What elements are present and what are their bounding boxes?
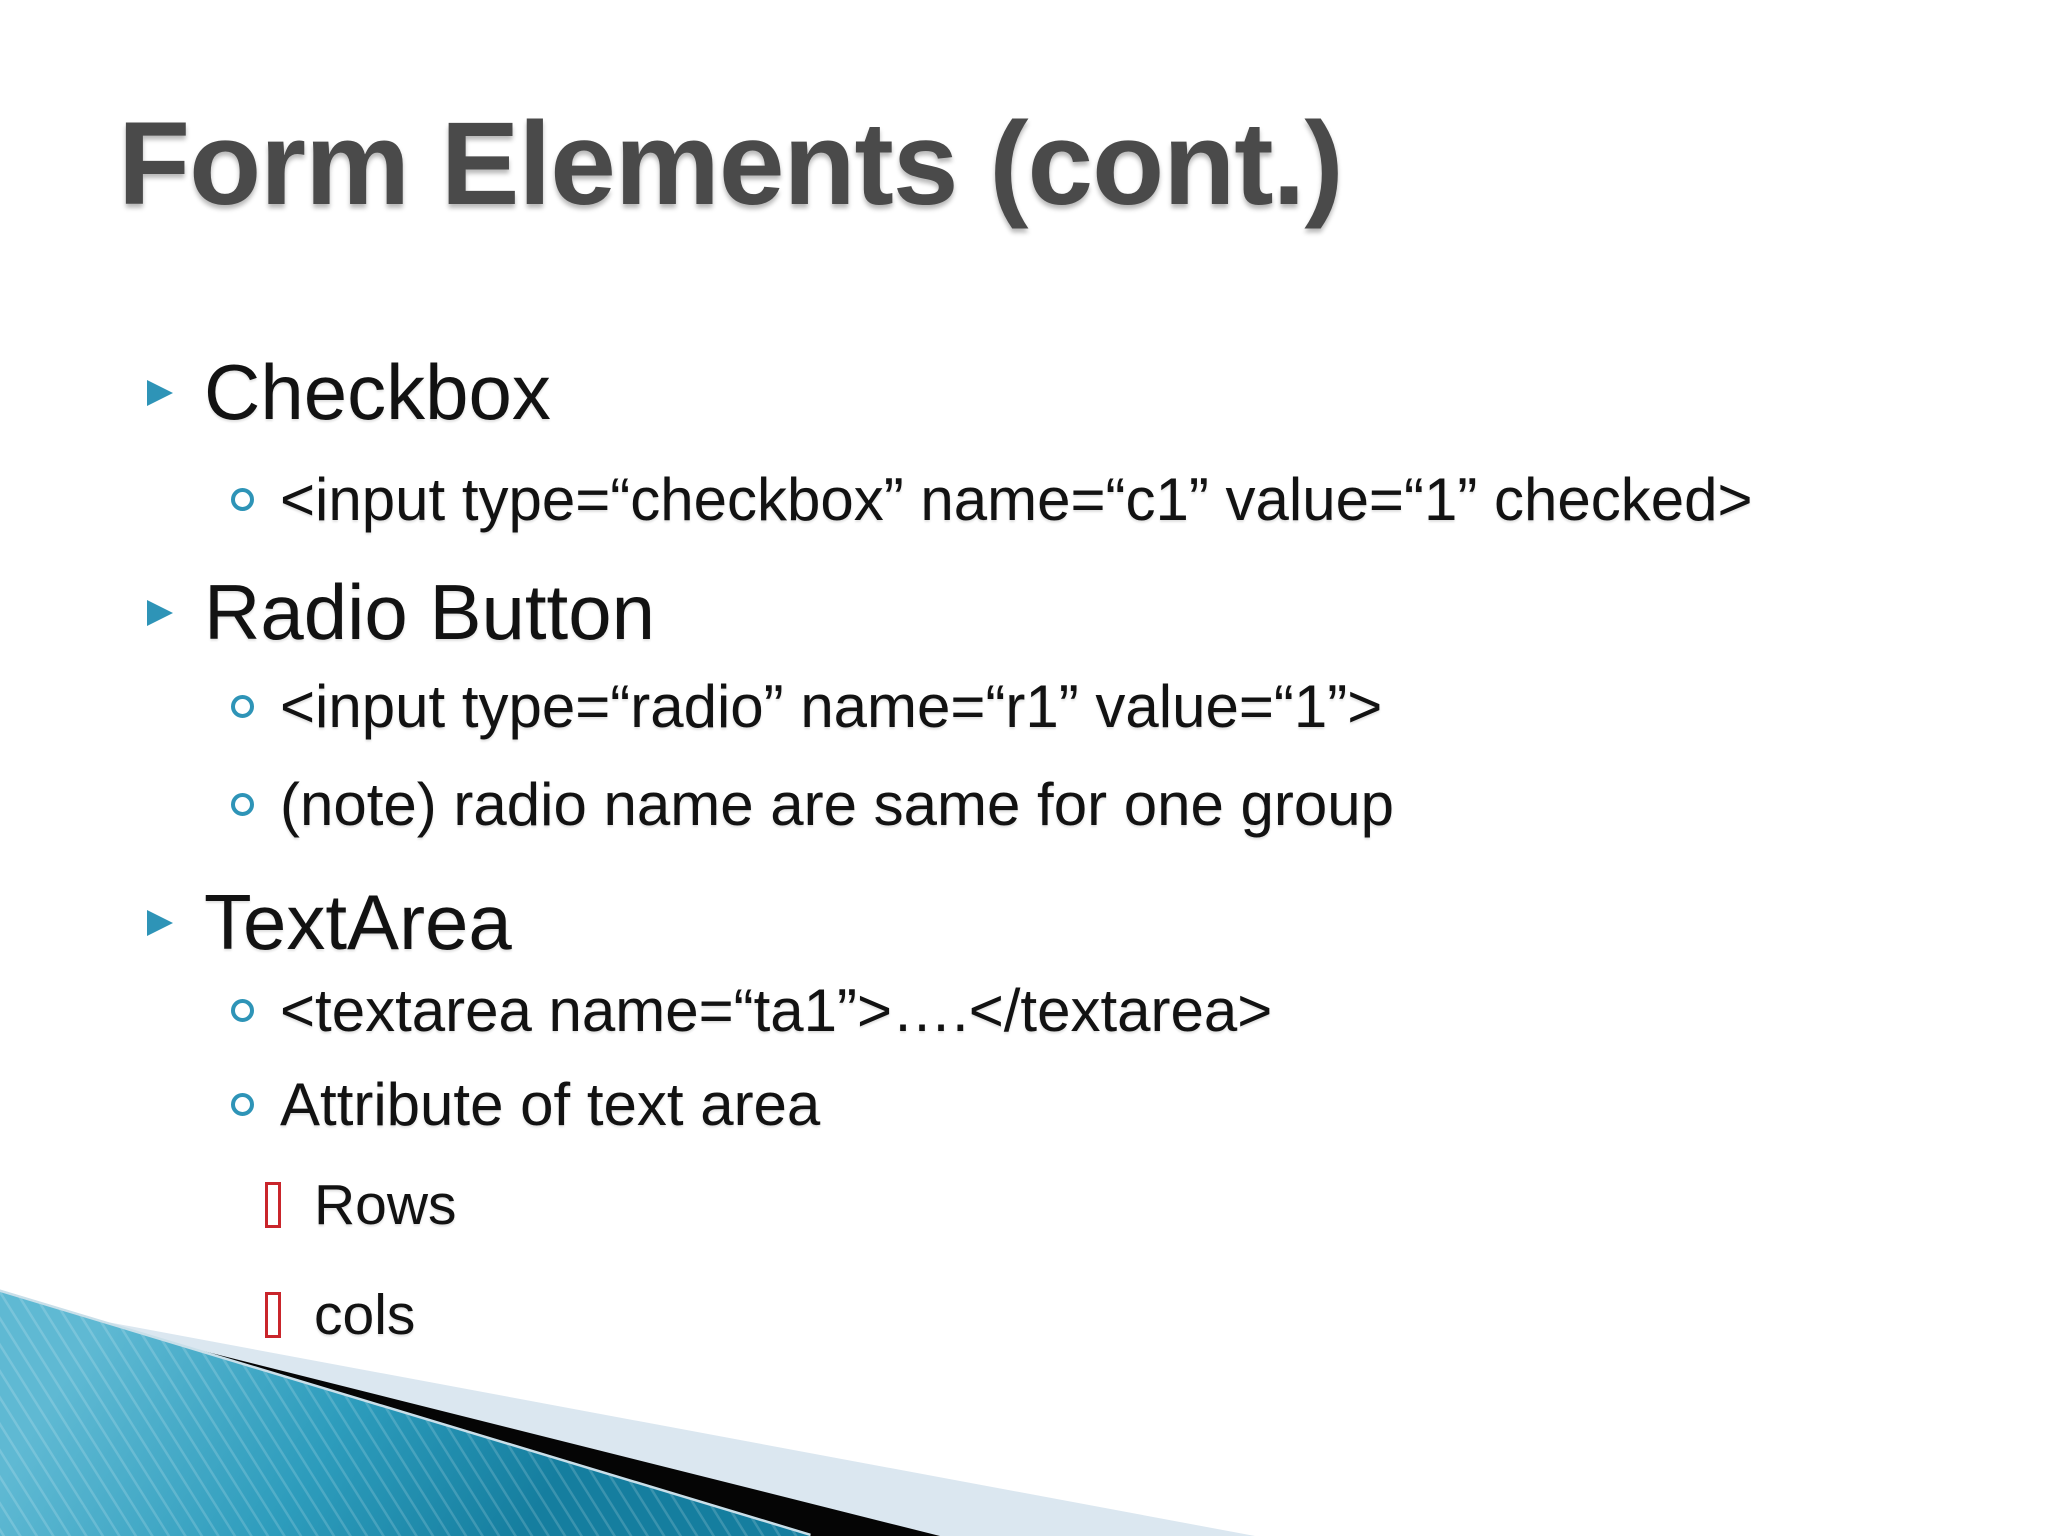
square-bullet-icon [265, 1182, 281, 1228]
circle-bullet-icon [231, 488, 254, 511]
circle-bullet-icon [231, 793, 254, 816]
bullet-text: <textarea name=“ta1”>….</textarea> [280, 977, 1273, 1044]
black-wedge [0, 1300, 940, 1536]
bullet-text: <input type=“checkbox” name=“c1” value=“… [280, 466, 1753, 533]
bullet-text: Rows [314, 1173, 457, 1237]
circle-bullet-icon [231, 999, 254, 1022]
triangle-bullet-icon [147, 600, 173, 626]
circle-bullet-icon [231, 695, 254, 718]
circle-bullet-icon [231, 1093, 254, 1116]
bullet-text: <input type=“radio” name=“r1” value=“1”> [280, 673, 1383, 740]
bullet-text: Attribute of text area [280, 1071, 821, 1138]
bullet-text: Checkbox [204, 348, 551, 436]
triangle-bullet-icon [147, 380, 173, 406]
slide-title: Form Elements (cont.) [118, 98, 1344, 230]
pale-wedge [0, 1302, 1255, 1536]
bullet-text: Radio Button [204, 568, 655, 656]
square-bullet-icon [265, 1292, 281, 1338]
bullet-text: cols [314, 1283, 416, 1347]
triangle-bullet-icon [147, 910, 173, 936]
bullet-text: (note) radio name are same for one group [280, 771, 1394, 838]
bullet-text: TextArea [204, 878, 512, 966]
